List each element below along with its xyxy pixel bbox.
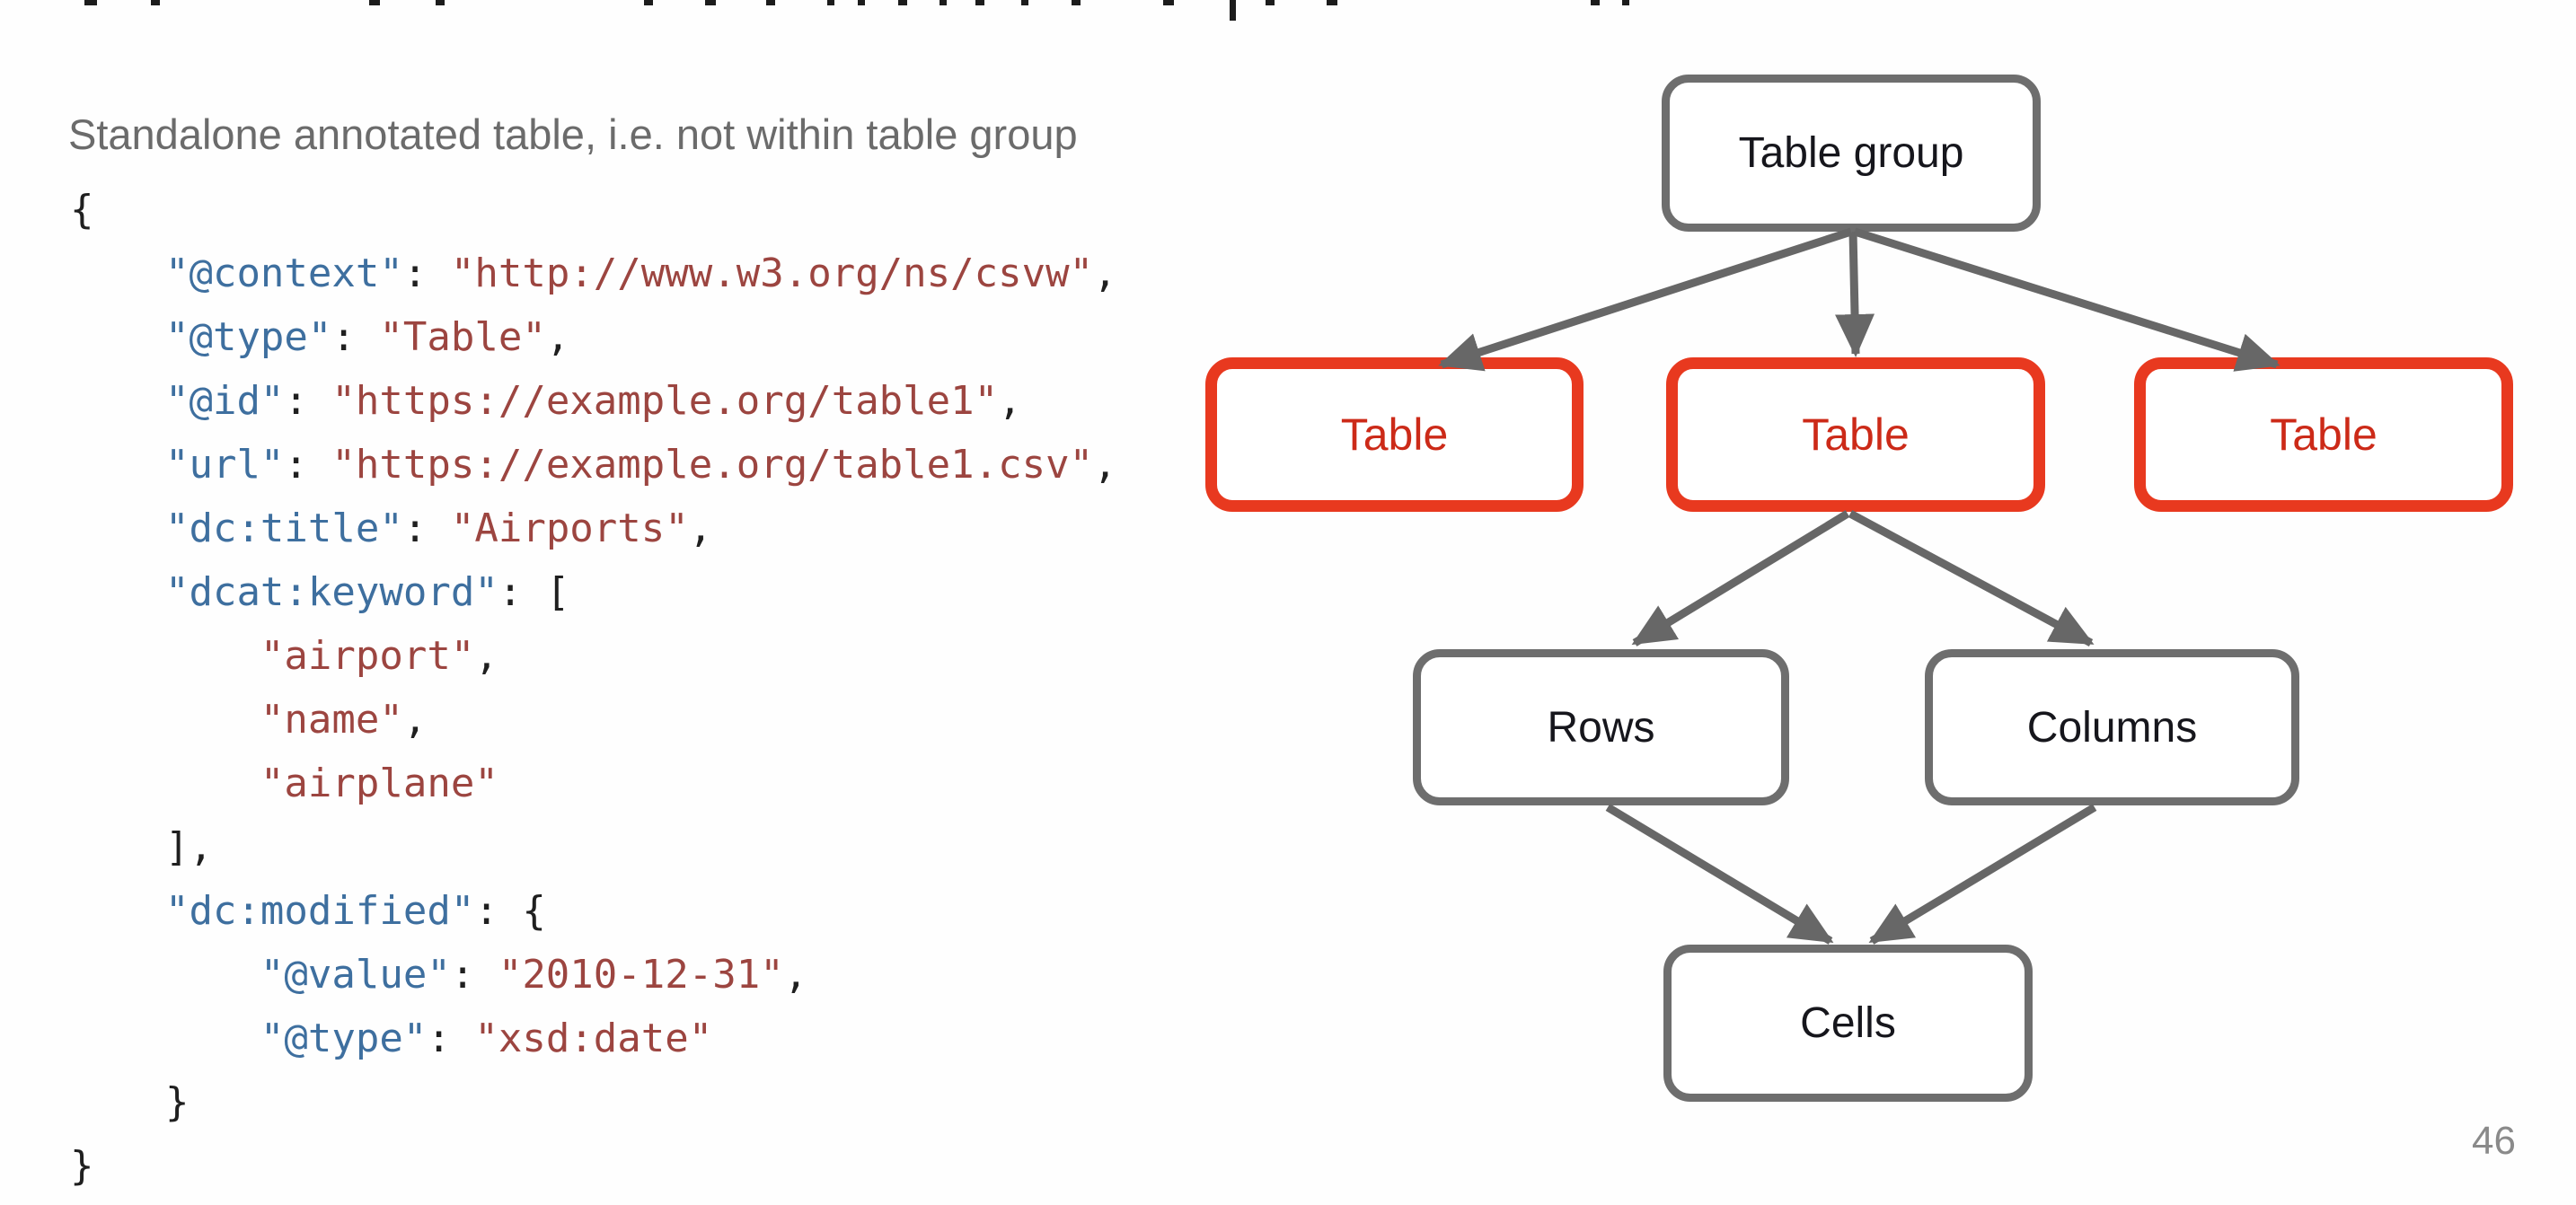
node-label: Cells: [1800, 999, 1896, 1047]
diagram-node-cells: Cells: [1663, 945, 2033, 1102]
diagram-node-rows: Rows: [1413, 649, 1789, 805]
slide-subtitle: Standalone annotated table, i.e. not wit…: [68, 110, 1078, 158]
diagram-node-columns: Columns: [1925, 649, 2299, 805]
node-label: Table group: [1738, 129, 1964, 177]
node-label: Table: [1340, 409, 1449, 460]
table-model-diagram: Table group Table Table Table Rows Colum…: [1168, 54, 2551, 1176]
diagram-node-table-right: Table: [2134, 357, 2513, 512]
diagram-node-table-left: Table: [1205, 357, 1584, 512]
page-number: 46: [2472, 1119, 2516, 1163]
node-label: Columns: [2026, 703, 2198, 752]
node-label: Table: [2270, 409, 2378, 460]
cropped-title-fragments: [0, 0, 2576, 23]
node-label: Table: [1802, 409, 1910, 460]
diagram-node-table-group: Table group: [1662, 75, 2041, 232]
json-code-block: { "@context": "http://www.w3.org/ns/csvw…: [70, 187, 1117, 1189]
node-label: Rows: [1547, 703, 1655, 752]
diagram-node-table-middle: Table: [1666, 357, 2045, 512]
